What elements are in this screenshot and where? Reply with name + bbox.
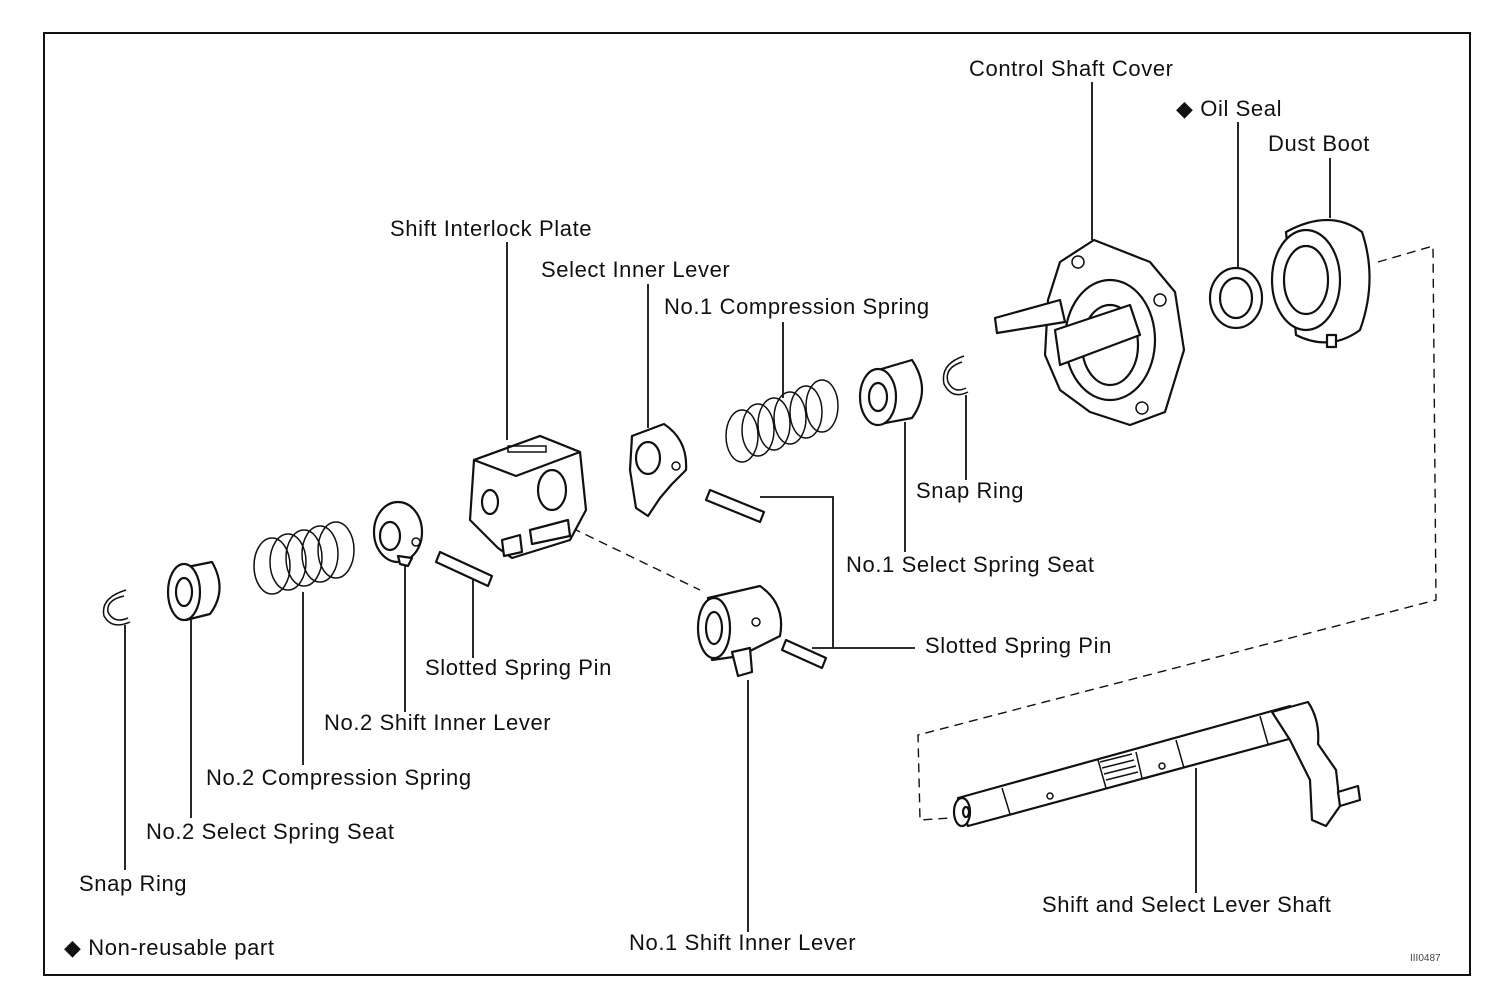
oil-seal-drawing xyxy=(1208,266,1264,330)
label-oil-seal: ◆ Oil Seal xyxy=(1176,98,1282,120)
label-no1-select-spring-seat: No.1 Select Spring Seat xyxy=(846,552,1095,577)
select-inner-lever-drawing xyxy=(628,422,688,518)
label-slotted-spring-pin-right: Slotted Spring Pin xyxy=(925,633,1112,658)
label-no2-compression-spring: No.2 Compression Spring xyxy=(206,765,472,790)
no1-compression-spring-drawing xyxy=(725,379,839,463)
leader-lines xyxy=(124,82,1331,932)
diagram-frame xyxy=(43,32,1471,976)
legend-symbol: ◆ xyxy=(64,935,82,960)
label-slotted-spring-pin-left: Slotted Spring Pin xyxy=(425,655,612,680)
slotted-spring-pin-upper-drawing xyxy=(704,488,766,524)
label-shift-and-select-lever-shaft: Shift and Select Lever Shaft xyxy=(1042,892,1332,917)
no2-compression-spring-drawing xyxy=(253,521,355,595)
dust-boot-drawing xyxy=(1270,218,1371,349)
assembly-guide-lines xyxy=(571,245,1437,821)
legend-text: Non-reusable part xyxy=(88,935,275,960)
label-oil-seal-text: Oil Seal xyxy=(1200,96,1283,121)
no1-shift-inner-lever-drawing xyxy=(696,584,783,678)
label-no1-shift-inner-lever: No.1 Shift Inner Lever xyxy=(629,930,857,955)
legend: ◆ Non-reusable part xyxy=(64,937,275,959)
no1-select-spring-seat-drawing xyxy=(858,358,923,427)
non-reusable-marker: ◆ xyxy=(1176,96,1194,121)
shift-and-select-lever-shaft-drawing xyxy=(952,700,1362,828)
control-shaft-cover-drawing xyxy=(993,238,1186,427)
label-snap-ring-right: Snap Ring xyxy=(916,478,1025,503)
label-no2-select-spring-seat: No.2 Select Spring Seat xyxy=(146,819,395,844)
no2-select-spring-seat-drawing xyxy=(166,560,221,622)
figure-code: III0487 xyxy=(1410,953,1441,964)
label-no2-shift-inner-lever: No.2 Shift Inner Lever xyxy=(324,710,552,735)
label-no1-compression-spring: No.1 Compression Spring xyxy=(664,294,930,319)
label-dust-boot: Dust Boot xyxy=(1268,131,1371,156)
no2-shift-inner-lever-drawing xyxy=(372,500,424,568)
label-select-inner-lever: Select Inner Lever xyxy=(541,257,731,282)
snap-ring-left-drawing xyxy=(102,589,131,626)
shift-interlock-plate-drawing xyxy=(468,434,588,560)
label-shift-interlock-plate: Shift Interlock Plate xyxy=(390,216,593,241)
label-control-shaft-cover: Control Shaft Cover xyxy=(969,56,1174,81)
slotted-spring-pin-left-drawing xyxy=(434,550,494,588)
snap-ring-right-drawing xyxy=(942,355,969,396)
slotted-spring-pin-lower-drawing xyxy=(780,638,828,670)
label-snap-ring-left: Snap Ring xyxy=(79,871,188,896)
